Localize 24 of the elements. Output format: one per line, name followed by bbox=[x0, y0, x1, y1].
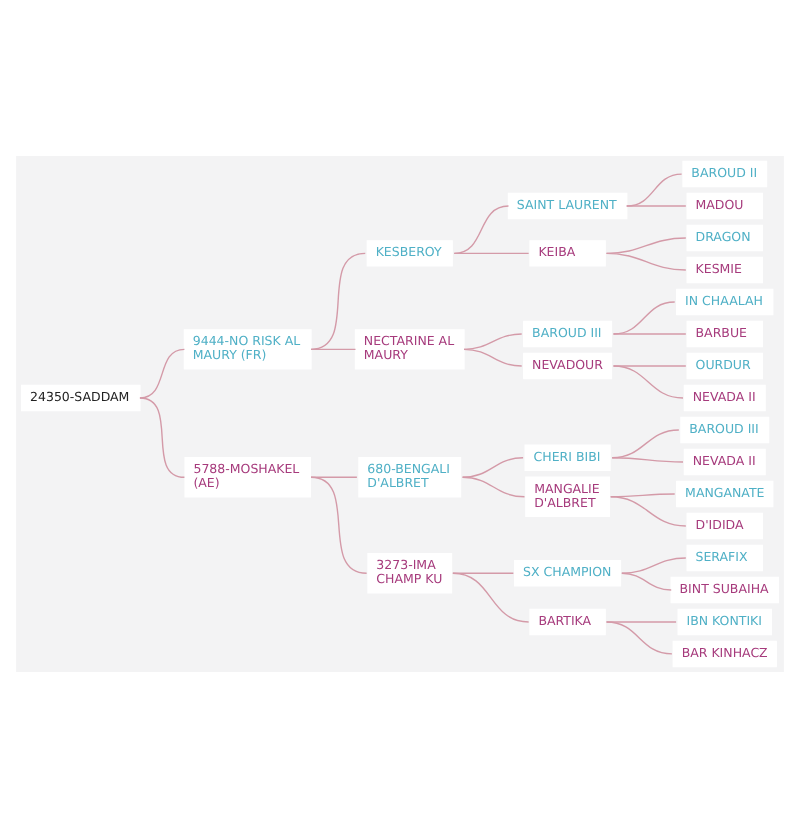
connector bbox=[621, 556, 687, 573]
connector bbox=[605, 620, 673, 654]
connector bbox=[626, 204, 687, 206]
connector bbox=[453, 251, 530, 254]
connector bbox=[610, 495, 687, 526]
connector bbox=[139, 347, 186, 398]
connector bbox=[310, 251, 366, 350]
connector bbox=[621, 571, 672, 590]
connector bbox=[605, 251, 687, 270]
connector bbox=[461, 456, 524, 477]
connector bbox=[612, 332, 687, 334]
connector bbox=[463, 332, 523, 350]
connector bbox=[612, 364, 687, 366]
connector bbox=[463, 347, 523, 366]
connector bbox=[310, 475, 368, 573]
connector bbox=[453, 204, 510, 254]
connector bbox=[310, 347, 357, 350]
connector bbox=[612, 364, 684, 398]
connector bbox=[461, 475, 526, 497]
connector bbox=[139, 396, 186, 477]
connector bbox=[452, 571, 530, 622]
connector bbox=[605, 620, 677, 622]
connector bbox=[611, 456, 684, 462]
connector bbox=[605, 236, 687, 254]
